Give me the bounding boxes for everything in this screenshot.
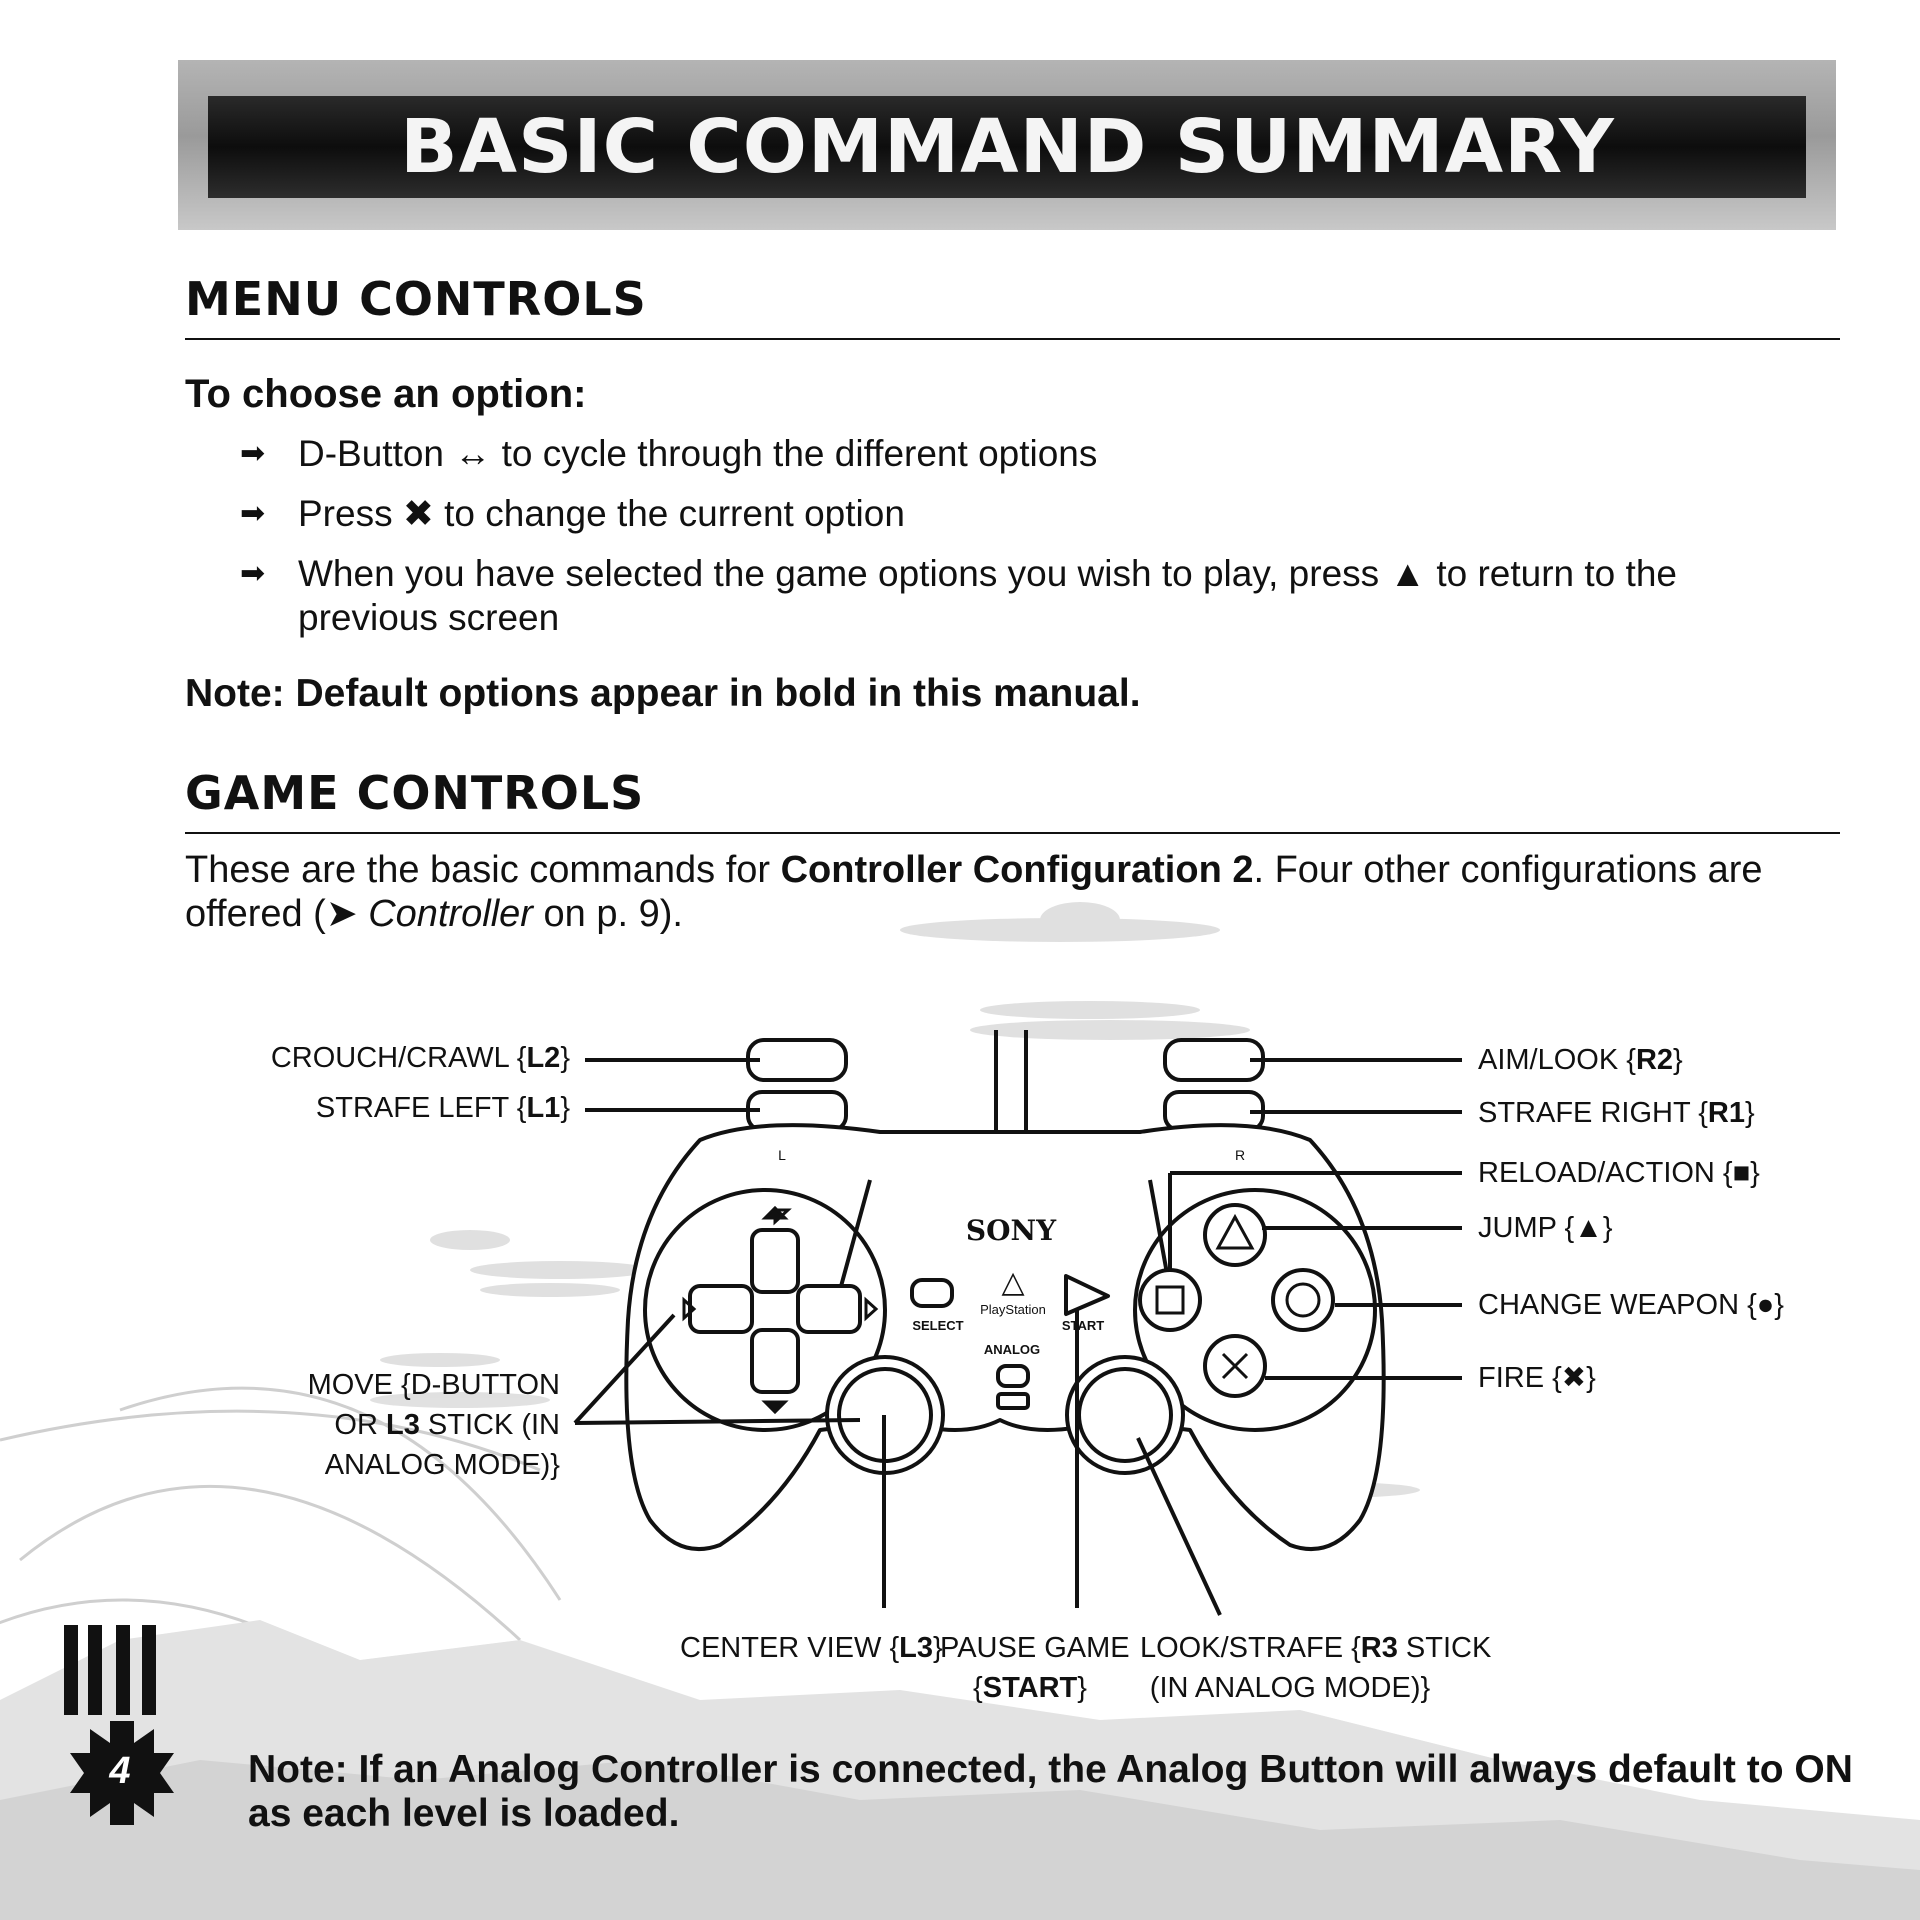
intro-config-name: Controller Configuration 2 bbox=[780, 849, 1254, 891]
label-jump: JUMP {▲} bbox=[1478, 1212, 1613, 1244]
l-label: L bbox=[778, 1147, 786, 1163]
analog-controller-note: Note: If an Analog Controller is connect… bbox=[248, 1748, 1853, 1835]
intro-link-text: Controller bbox=[368, 893, 533, 935]
select-label: SELECT bbox=[912, 1318, 963, 1333]
start-label: START bbox=[1062, 1318, 1104, 1333]
list-item: ➡ D-Button ↔ to cycle through the differe… bbox=[240, 432, 1760, 476]
dpad-down bbox=[750, 1328, 800, 1394]
playstation-logo-text: PlayStation bbox=[980, 1302, 1046, 1317]
arrow-icon: ➡ bbox=[240, 557, 266, 590]
intro-text: on p. 9). bbox=[532, 893, 683, 935]
arrow-icon: ➡ bbox=[240, 437, 266, 470]
r-label: R bbox=[1235, 1147, 1245, 1163]
start-button bbox=[1064, 1274, 1110, 1316]
label-change-weapon: CHANGE WEAPON {●} bbox=[1478, 1289, 1784, 1321]
intro-text: . Four other configurations are offered … bbox=[185, 849, 1763, 935]
arrow-icon: ➡ bbox=[240, 497, 266, 530]
menu-controls-list: ➡ D-Button ↔ to cycle through the differe… bbox=[240, 432, 1760, 656]
label-aim: AIM/LOOK {R2} bbox=[1478, 1044, 1683, 1076]
circle-button bbox=[1271, 1268, 1335, 1332]
list-item: ➡ Press ✖ to change the current option bbox=[240, 492, 1760, 536]
list-item-text: Press ✖ to change the current option bbox=[298, 493, 905, 534]
label-pause: PAUSE GAME {START} bbox=[940, 1628, 1130, 1708]
analog-button bbox=[996, 1364, 1030, 1388]
medal-icon bbox=[64, 1625, 174, 1825]
r2-button bbox=[1163, 1038, 1265, 1082]
select-button bbox=[910, 1278, 954, 1308]
choose-option-subheading: To choose an option: bbox=[185, 372, 587, 416]
list-item-text: D-Button ↔ to cycle through the differen… bbox=[298, 433, 1098, 474]
label-pause-line: {START} bbox=[973, 1672, 1087, 1704]
right-analog-stick bbox=[1065, 1355, 1185, 1475]
game-controls-heading: GAME CONTROLS bbox=[185, 766, 645, 820]
game-controls-rule bbox=[185, 832, 1840, 834]
list-item-text: When you have selected the game options … bbox=[298, 553, 1677, 638]
label-move-line: OR L3 STICK (IN bbox=[334, 1409, 560, 1441]
label-look-strafe: LOOK/STRAFE {R3 STICK (IN ANALOG MODE)} bbox=[1140, 1628, 1492, 1708]
label-center-view: CENTER VIEW {L3} bbox=[680, 1632, 943, 1664]
page-title: BASIC COMMAND SUMMARY bbox=[399, 104, 1615, 190]
label-reload: RELOAD/ACTION {■} bbox=[1478, 1157, 1760, 1189]
label-pause-line: PAUSE GAME bbox=[940, 1632, 1130, 1664]
triangle-button bbox=[1203, 1203, 1267, 1267]
label-strafe-right: STRAFE RIGHT {R1} bbox=[1478, 1097, 1755, 1129]
page-number: 4 bbox=[109, 1750, 131, 1792]
label-move-line: ANALOG MODE)} bbox=[324, 1449, 560, 1481]
default-options-note: Note: Default options appear in bold in … bbox=[185, 672, 1141, 715]
analog-label: ANALOG bbox=[984, 1342, 1040, 1357]
label-strafe-left: STRAFE LEFT {L1} bbox=[315, 1092, 570, 1124]
brand-logo: SONY bbox=[966, 1214, 1057, 1247]
game-controls-intro: These are the basic commands for Control… bbox=[185, 848, 1825, 936]
label-look-line: LOOK/STRAFE {R3 STICK bbox=[1140, 1632, 1492, 1664]
square-button bbox=[1138, 1268, 1202, 1332]
label-look-line: (IN ANALOG MODE)} bbox=[1149, 1672, 1431, 1704]
label-move-line: MOVE {D-BUTTON bbox=[307, 1369, 560, 1401]
title-banner: BASIC COMMAND SUMMARY bbox=[178, 60, 1836, 230]
title-banner-inner: BASIC COMMAND SUMMARY bbox=[208, 96, 1806, 198]
dpad-up bbox=[750, 1228, 800, 1294]
label-crouch: CROUCH/CRAWL {L2} bbox=[270, 1042, 570, 1074]
intro-text: These are the basic commands for bbox=[185, 849, 781, 891]
menu-controls-heading: MENU CONTROLS bbox=[185, 272, 647, 326]
dpad-right bbox=[796, 1284, 862, 1334]
label-fire: FIRE {✖} bbox=[1478, 1362, 1596, 1394]
l2-button bbox=[746, 1038, 848, 1082]
controller-body bbox=[624, 1123, 1386, 1552]
playstation-logo: △ bbox=[1001, 1265, 1024, 1300]
menu-controls-rule bbox=[185, 338, 1840, 340]
label-move: MOVE {D-BUTTON OR L3 STICK (IN ANALOG MO… bbox=[300, 1365, 560, 1485]
list-item: ➡ When you have selected the game options… bbox=[240, 552, 1760, 640]
dpad-left bbox=[688, 1284, 754, 1334]
